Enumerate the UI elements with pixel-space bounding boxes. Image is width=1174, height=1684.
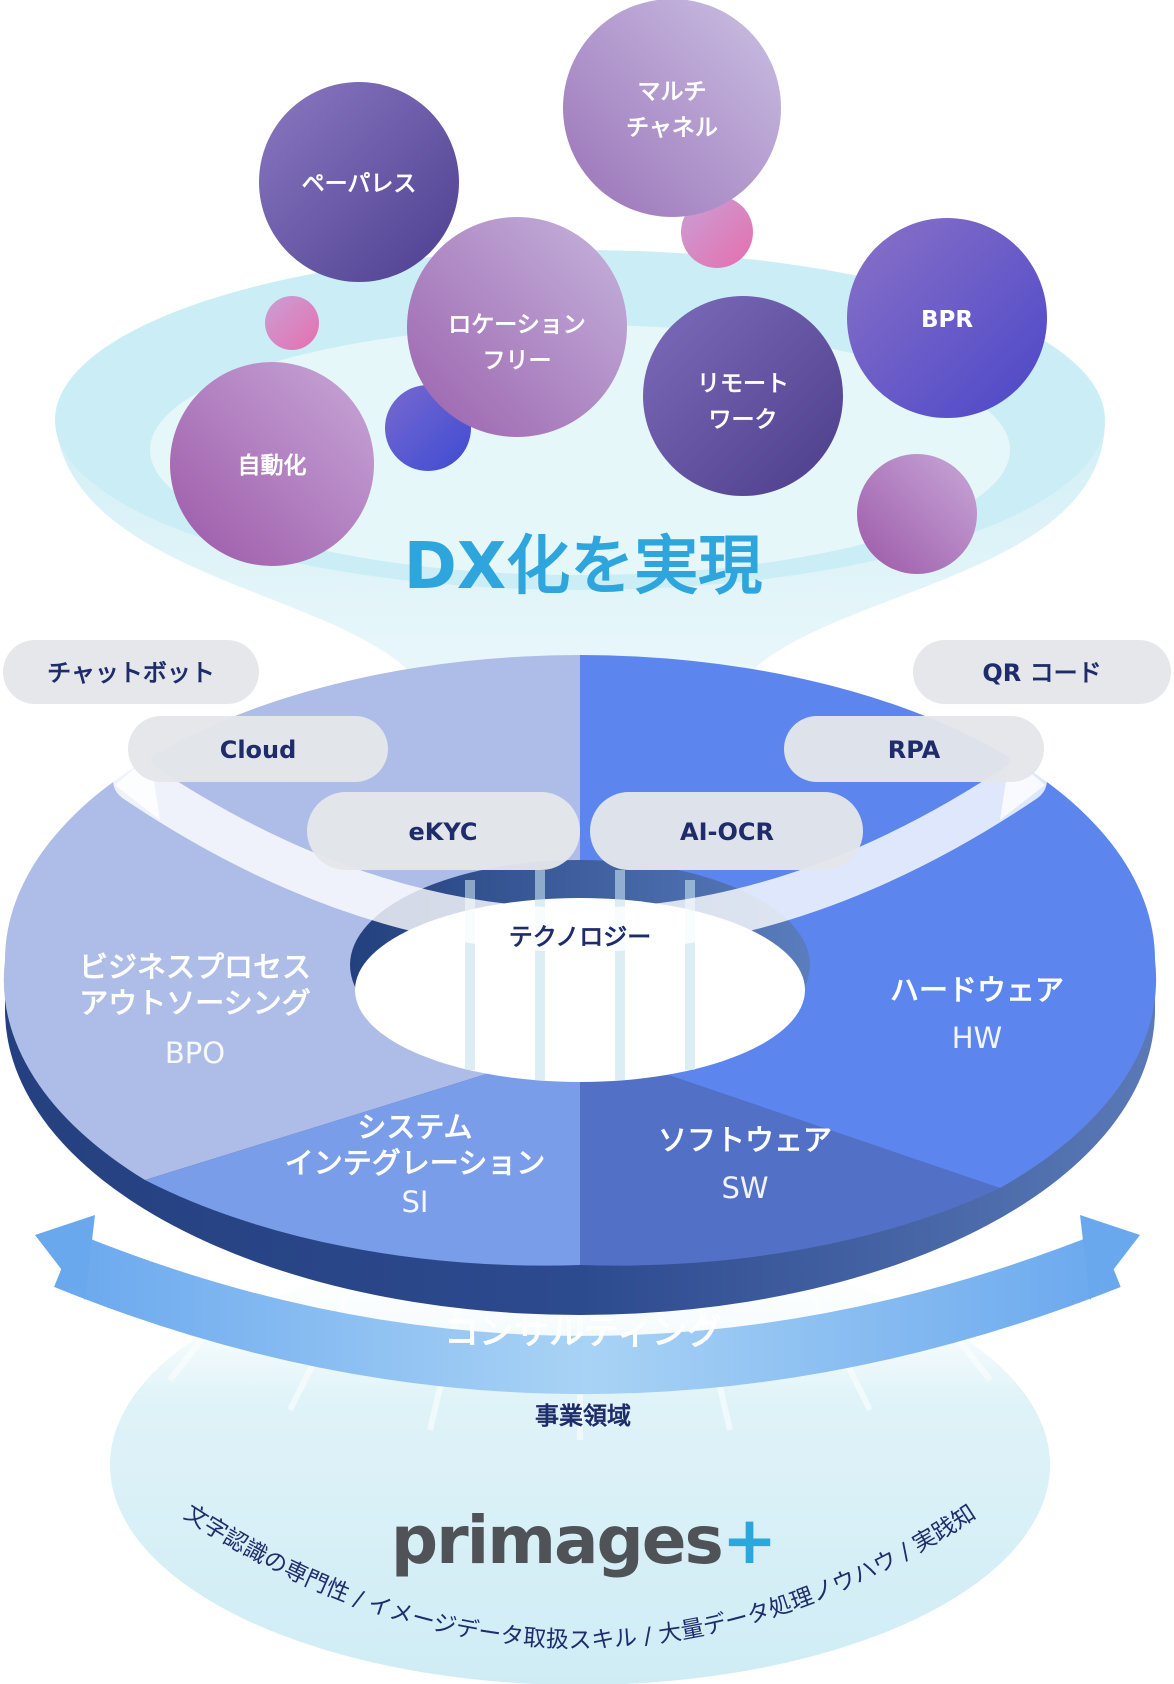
segment-sw-shape xyxy=(580,1045,1000,1266)
brand-logo-primages: primages xyxy=(391,1502,722,1579)
segment-bpo-title-line2: アウトソーシング xyxy=(79,986,310,1020)
segment-hw-abbr: HW xyxy=(952,1021,1002,1055)
technology-label: テクノロジー xyxy=(509,923,652,951)
technology-arrow xyxy=(113,758,1047,952)
headline: DX化を実現 xyxy=(404,530,762,604)
segment-sw-abbr: SW xyxy=(721,1171,768,1205)
segment-sw-title: ソフトウェア xyxy=(658,1123,832,1157)
consulting-arrow-right-head xyxy=(1080,1215,1140,1300)
location-free-label-line1: ロケーション xyxy=(448,312,586,338)
brand-logo: primages+ xyxy=(391,1502,775,1579)
medium-pink-bubble xyxy=(857,454,977,574)
consulting-arrow xyxy=(54,1233,1121,1394)
business-domain-label: 事業領域 xyxy=(535,1402,631,1430)
segment-si-abbr: SI xyxy=(402,1185,429,1219)
pill-chatbot xyxy=(3,640,259,704)
automation-label: 自動化 xyxy=(238,452,307,479)
pill-chatbot-label: チャットボット xyxy=(47,659,215,687)
bubble-location-free xyxy=(407,217,627,437)
pill-qrcode-label: QR コード xyxy=(982,659,1101,687)
business-segments: ビジネスプロセス アウトソーシング BPO ハードウェア HW システム インテ… xyxy=(79,950,1064,1219)
pill-aiocr-label: AI-OCR xyxy=(680,818,774,846)
paperless-label: ペーパレス xyxy=(302,171,417,197)
remote-work-label-line2: ワーク xyxy=(709,407,778,433)
remote-work-label-line1: リモート xyxy=(697,371,789,397)
multichannel-label-line2: チャネル xyxy=(626,115,718,141)
small-pink-bubble-2 xyxy=(681,196,753,268)
bubble-remote-work xyxy=(643,296,843,496)
bubble-automation xyxy=(170,362,374,566)
segment-si-title-line2: インテグレーション xyxy=(285,1146,545,1180)
segment-hw-title: ハードウェア xyxy=(890,973,1064,1007)
location-free-label-line2: フリー xyxy=(483,348,552,374)
consulting-label: コンサルティング xyxy=(444,1313,722,1353)
small-pink-bubble xyxy=(265,296,319,350)
goal-bubbles: ペーパレス マルチ チャネル ロケーション フリー BPR リモート ワーク 自… xyxy=(170,0,1047,574)
technology-pills: チャットボット QR コード Cloud RPA eKYC AI-OCR xyxy=(3,640,1171,870)
pill-ekyc-label: eKYC xyxy=(408,818,477,846)
pill-cloud-label: Cloud xyxy=(220,736,297,764)
pill-rpa-label: RPA xyxy=(888,736,941,764)
pill-ekyc xyxy=(307,792,580,870)
multichannel-label-line1: マルチ xyxy=(638,79,707,105)
pill-aiocr xyxy=(590,792,863,870)
segment-si-title-line1: システム xyxy=(357,1110,472,1144)
bubble-multichannel xyxy=(563,0,781,217)
consulting-arrow-left-head xyxy=(35,1215,95,1300)
bubble-bpr xyxy=(847,218,1047,418)
brand-logo-plus: + xyxy=(722,1502,775,1579)
bubble-paperless xyxy=(259,82,459,282)
pill-cloud xyxy=(128,716,388,782)
bpr-label: BPR xyxy=(921,307,973,333)
pill-rpa xyxy=(784,716,1044,782)
segment-bpo-abbr: BPO xyxy=(165,1036,225,1070)
segment-bpo-title-line1: ビジネスプロセス xyxy=(79,950,311,984)
pill-qrcode xyxy=(913,640,1171,704)
segment-si-shape xyxy=(145,1045,580,1266)
